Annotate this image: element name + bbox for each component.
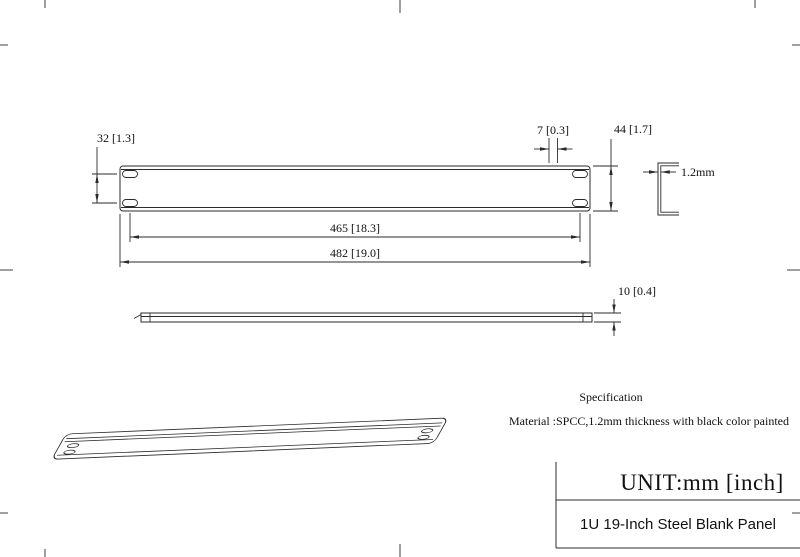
- arrowhead: [581, 260, 590, 264]
- dim-label-flange-depth: 10 [0.4]: [618, 284, 656, 298]
- dim-label-thickness: 1.2mm: [681, 165, 715, 179]
- material-note: Material :SPCC,1.2mm thickness with blac…: [509, 414, 789, 428]
- dim-slot-width: 7 [0.3]: [534, 123, 573, 163]
- arrowhead: [612, 322, 616, 331]
- arrowhead: [130, 235, 139, 239]
- dim-label-hole-spacing: 465 [18.3]: [330, 221, 380, 235]
- mounting-slot-top-right: [572, 170, 588, 178]
- arrowhead: [120, 260, 129, 264]
- arrowhead: [660, 170, 670, 174]
- section-view: 1.2mm: [643, 162, 715, 216]
- dim-hole-spacing: 465 [18.3]: [129, 213, 581, 242]
- isometric-view: [53, 417, 447, 460]
- edge-view: [133, 312, 593, 323]
- dim-flange-depth: 10 [0.4]: [594, 284, 656, 336]
- arrowhead: [649, 170, 658, 174]
- iso-mounting-slot: [67, 443, 80, 449]
- dim-label-slot-spacing: 32 [1.3]: [97, 131, 135, 145]
- dim-slot-spacing: 32 [1.3]: [92, 131, 135, 204]
- dim-label-panel-height: 44 [1.7]: [614, 122, 652, 136]
- section-outline-inner: [660, 165, 679, 213]
- dim-overall-width: 482 [19.0]: [119, 214, 591, 267]
- front-view-outline: [119, 165, 591, 212]
- spec-heading: Specification: [579, 390, 642, 404]
- iso-mounting-slot: [421, 428, 434, 434]
- edge-view-outline: [140, 312, 593, 323]
- arrowhead: [612, 304, 616, 313]
- dim-label-slot-width: 7 [0.3]: [537, 123, 569, 137]
- mounting-slot-bottom-left: [122, 199, 138, 207]
- title-block: UNIT:mm [inch] 1U 19-Inch Steel Blank Pa…: [555, 462, 800, 549]
- mounting-slot-top-left: [122, 170, 138, 178]
- iso-flange-edge: [66, 422, 443, 440]
- arrowhead: [540, 147, 549, 151]
- arrowhead: [557, 147, 567, 151]
- arrowhead: [95, 174, 99, 183]
- front-view: [119, 165, 591, 212]
- drawing-title: 1U 19-Inch Steel Blank Panel: [580, 516, 776, 533]
- mounting-slot-bottom-right: [572, 199, 588, 207]
- iso-mounting-slot: [63, 449, 76, 455]
- section-outline-outer: [657, 162, 679, 216]
- dim-panel-height: 44 [1.7]: [593, 122, 652, 212]
- notes: Specification Material :SPCC,1.2mm thick…: [509, 390, 789, 428]
- iso-mounting-slot: [417, 434, 430, 440]
- dim-label-overall-width: 482 [19.0]: [330, 246, 380, 260]
- edge-view-flange-tip: [133, 314, 142, 319]
- arrowhead: [609, 166, 613, 175]
- iso-outline: [53, 417, 447, 460]
- iso-bend-line: [64, 425, 441, 443]
- arrowhead: [609, 202, 613, 211]
- unit-note: UNIT:mm [inch]: [620, 470, 784, 495]
- arrowhead: [95, 194, 99, 203]
- arrowhead: [571, 235, 580, 239]
- iso-bottom-bend-line: [56, 439, 434, 456]
